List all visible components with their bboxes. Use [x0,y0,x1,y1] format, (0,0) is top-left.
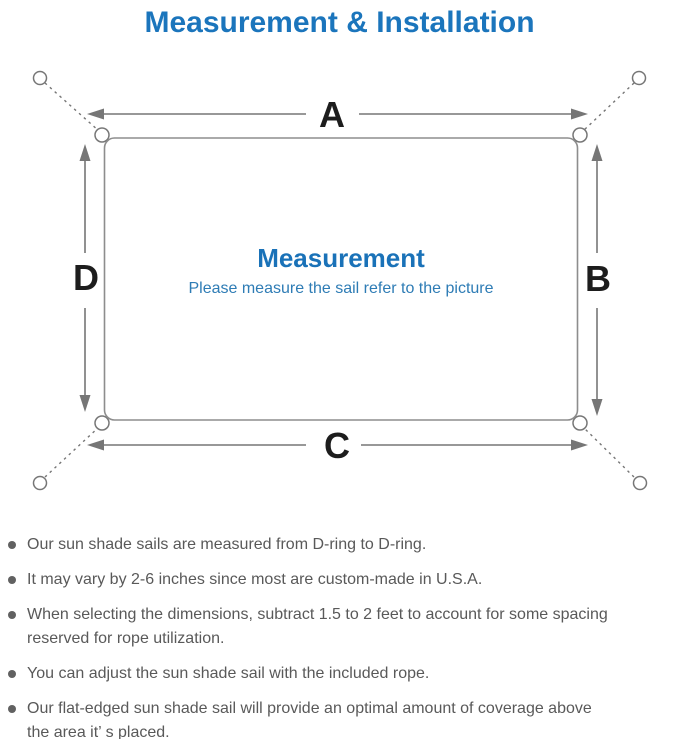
dimension-arrow-b: B [585,144,611,416]
note-line: the area it’ s placed. [27,724,170,739]
note-line: When selecting the dimensions, subtract … [27,606,608,623]
anchor-point-icon [631,70,647,86]
page-title: Measurement & Installation [144,6,535,39]
diagram-center-title: Measurement [257,243,425,273]
note-line: You can adjust the sun shade sail with t… [27,665,430,682]
list-item: It may vary by 2-6 inches since most are… [8,568,669,592]
rope-dashed-line-bottom-left [44,426,100,478]
anchor-point-icon [632,475,648,491]
d-ring-icon [572,415,588,431]
arrowhead-left-icon [87,108,104,120]
arrowhead-right-icon [571,439,588,451]
note-text: You can adjust the sun shade sail with t… [27,662,429,686]
note-line: reserved for rope utilization. [27,630,225,647]
arrowhead-down-icon [591,399,603,416]
dimension-label-c: C [324,425,350,466]
rope-dashed-line-top-left [44,82,100,132]
note-text: When selecting the dimensions, subtract … [27,603,608,651]
bullet-dot-icon [8,576,16,584]
note-text: Our flat-edged sun shade sail will provi… [27,697,592,739]
dimension-label-b: B [585,258,611,299]
note-line: It may vary by 2-6 inches since most are… [27,571,483,588]
note-line: Our flat-edged sun shade sail will provi… [27,700,592,717]
dimension-label-d: D [73,257,99,298]
list-item: You can adjust the sun shade sail with t… [8,662,669,686]
arrowhead-up-icon [591,144,603,161]
arrowhead-right-icon [571,108,588,120]
bullet-dot-icon [8,705,16,713]
rope-dashed-line-bottom-right [582,426,635,478]
d-ring-icon [94,127,110,143]
anchor-point-icon [32,70,48,86]
d-ring-icon [572,127,588,143]
dimension-arrow-d: D [73,144,99,412]
list-item: When selecting the dimensions, subtract … [8,603,669,651]
note-line: Our sun shade sails are measured from D-… [27,536,427,553]
measurement-diagram: A C D B Measurement Please measure the s… [32,70,648,491]
dimension-label-a: A [319,94,345,135]
note-text: It may vary by 2-6 inches since most are… [27,568,482,592]
list-item: Our flat-edged sun shade sail will provi… [8,697,669,739]
arrowhead-up-icon [79,144,91,161]
rope-dashed-line-top-right [582,82,635,132]
anchor-point-icon [32,475,48,491]
d-ring-icon [94,415,110,431]
arrowhead-down-icon [79,395,91,412]
diagram-center-subtitle: Please measure the sail refer to the pic… [188,280,493,297]
bullet-dot-icon [8,611,16,619]
bullet-dot-icon [8,541,16,549]
arrowhead-left-icon [87,439,104,451]
notes-list: Our sun shade sails are measured from D-… [0,533,679,739]
list-item: Our sun shade sails are measured from D-… [8,533,669,557]
dimension-arrow-c: C [87,425,588,466]
bullet-dot-icon [8,670,16,678]
shade-sail-rectangle [103,137,579,421]
note-text: Our sun shade sails are measured from D-… [27,533,426,557]
dimension-arrow-a: A [87,94,588,135]
